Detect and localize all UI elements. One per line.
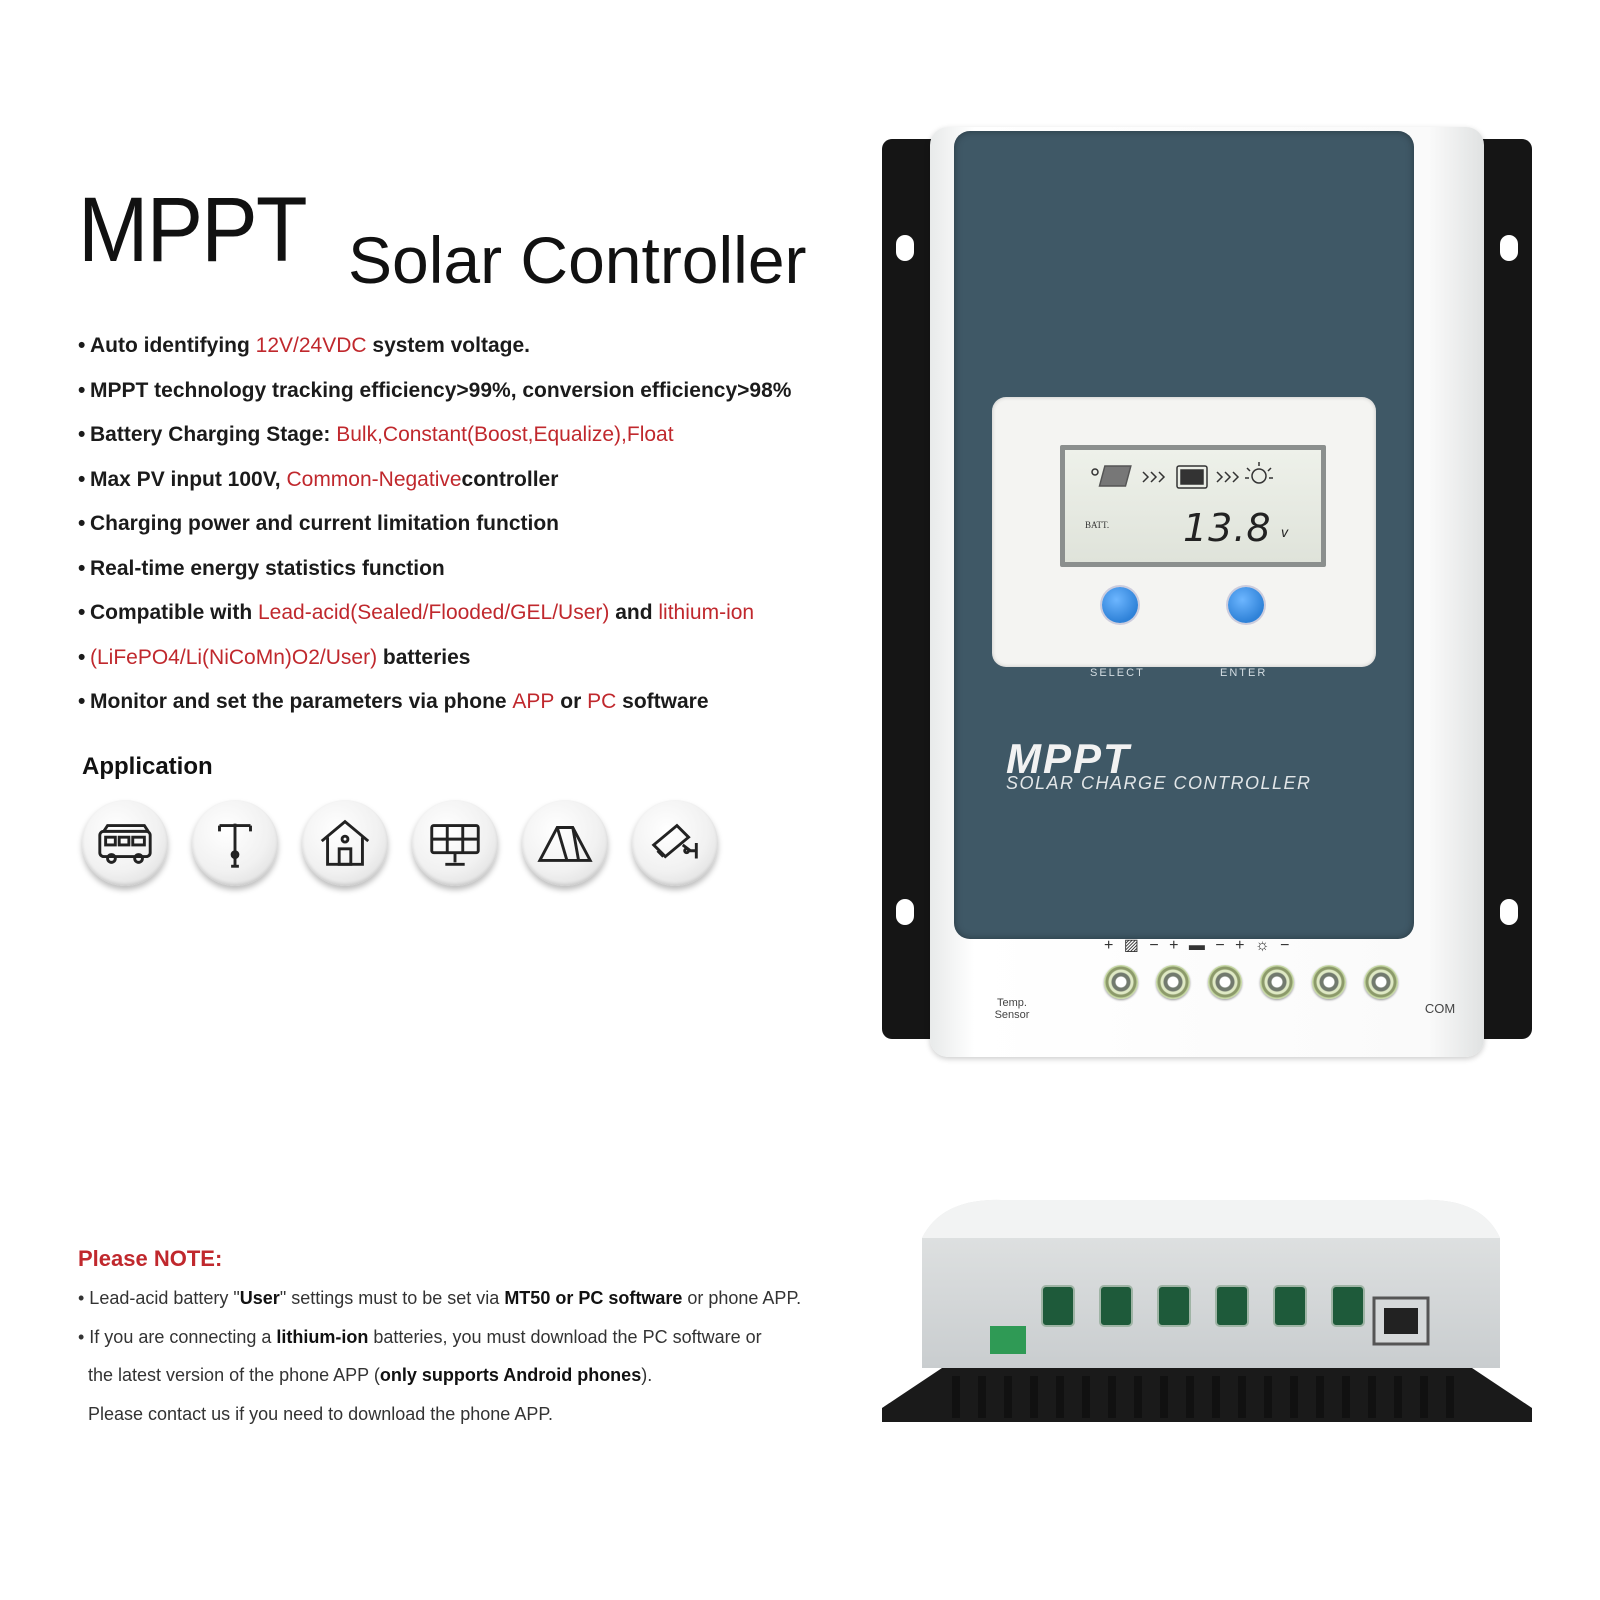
display-frame: BATT. 13.8 v	[992, 397, 1376, 667]
lcd-voltage-unit: v	[1281, 524, 1288, 540]
terminal-batt-negative	[1260, 965, 1294, 999]
feature-item: •MPPT technology tracking efficiency>99%…	[78, 375, 878, 420]
note-line: the latest version of the phone APP (onl…	[78, 1362, 918, 1401]
note-line: Please contact us if you need to downloa…	[78, 1401, 918, 1440]
controller-shell: BATT. 13.8 v SELECT ENTER MPPT SOLAR CHA…	[930, 127, 1484, 1057]
controller-front-image: BATT. 13.8 v SELECT ENTER MPPT SOLAR CHA…	[882, 127, 1532, 1057]
bullet: •	[78, 645, 86, 669]
note-text: " settings must to be set via	[279, 1288, 505, 1308]
feature-item: •Real-time energy statistics function	[78, 553, 878, 598]
title-main: MPPT	[78, 179, 308, 281]
lcd-voltage-value: 13.8	[1183, 506, 1272, 550]
controller-bottom-image	[882, 1198, 1532, 1438]
note-text: MT50 or PC software	[504, 1288, 683, 1308]
note-heading: Please NOTE:	[78, 1246, 223, 1271]
feature-text: PC	[587, 690, 617, 713]
bullet: •	[78, 423, 86, 446]
tent-icon	[522, 800, 608, 886]
feature-text: APP	[512, 690, 555, 713]
brand-subtitle: SOLAR CHARGE CONTROLLER	[1006, 773, 1312, 793]
cctv-camera-icon	[632, 800, 718, 886]
bullet: •	[78, 690, 86, 713]
house-icon	[302, 800, 388, 886]
feature-item: •Charging power and current limitation f…	[78, 508, 878, 553]
feature-text: (LiFePO4/Li(NiCoMn)O2/User)	[90, 645, 378, 669]
feature-text: Monitor and set the parameters via phone	[90, 690, 513, 713]
application-icons	[82, 800, 718, 886]
application-heading: Application	[82, 753, 213, 780]
note-text: User	[239, 1288, 280, 1308]
lcd-batt-label: BATT.	[1085, 520, 1110, 530]
solar-panel-icon	[412, 800, 498, 886]
bullet: •	[78, 334, 86, 357]
note-text: • Lead-acid battery "	[78, 1288, 240, 1308]
terminal-load-positive	[1312, 965, 1346, 999]
note-text: only supports Android phones	[379, 1365, 642, 1385]
temp-sensor-label: Temp. Sensor	[994, 997, 1030, 1021]
feature-item: •Max PV input 100V, Common-Negativecontr…	[78, 464, 878, 509]
feature-text: Auto identifying	[90, 334, 256, 357]
note-lines: • Lead-acid battery "User" settings must…	[78, 1285, 918, 1439]
feature-item: •(LiFePO4/Li(NiCoMn)O2/User) batteries	[78, 642, 878, 687]
brand-logo: MPPT	[1006, 735, 1131, 782]
terminal-pv-positive	[1104, 965, 1138, 999]
rv-icon	[82, 800, 168, 886]
terminal-pv-negative	[1156, 965, 1190, 999]
street-light-icon	[192, 800, 278, 886]
note-text: lithium-ion	[276, 1326, 369, 1347]
note-text: ).	[641, 1365, 653, 1385]
note-text: Please contact us if you need to downloa…	[78, 1403, 554, 1424]
feature-item: •Battery Charging Stage: Bulk,Constant(B…	[78, 419, 878, 464]
feature-item: •Compatible with Lead-acid(Sealed/Floode…	[78, 597, 878, 642]
feature-text: or	[554, 690, 588, 713]
feature-text: Lead-acid(Sealed/Flooded/GEL/User)	[258, 601, 610, 624]
feature-text: and	[609, 601, 659, 624]
title-sub: Solar Controller	[348, 223, 807, 297]
feature-text: Charging power and current limitation fu…	[90, 512, 560, 535]
bullet: •	[78, 467, 86, 491]
feature-text: software	[616, 690, 709, 713]
feature-item: •Monitor and set the parameters via phon…	[78, 686, 878, 731]
feature-list: •Auto identifying 12V/24VDC system volta…	[78, 330, 878, 731]
feature-text: MPPT technology tracking efficiency>99%,…	[90, 378, 792, 402]
note-line: • Lead-acid battery "User" settings must…	[78, 1285, 918, 1324]
feature-text: Max PV input 100V,	[90, 467, 287, 491]
feature-text: 12V/24VDC	[255, 334, 367, 357]
front-panel: BATT. 13.8 v SELECT ENTER MPPT SOLAR CHA…	[954, 131, 1414, 939]
note-text: batteries, you must download the PC soft…	[368, 1326, 762, 1347]
select-button[interactable]	[1102, 587, 1138, 623]
note-text: • If you are connecting a	[78, 1326, 277, 1347]
feature-text: system voltage.	[366, 334, 530, 357]
select-label: SELECT	[1090, 667, 1145, 679]
feature-text: lithium-ion	[658, 601, 755, 624]
terminal-polarity-labels: + ▨ − + ▬ − + ☼ −	[1104, 937, 1293, 954]
feature-text: Real-time energy statistics function	[90, 556, 445, 580]
note-text: the latest version of the phone APP (	[78, 1365, 380, 1385]
bullet: •	[78, 378, 86, 402]
feature-text: controller	[461, 467, 559, 491]
feature-text: Common-Negative	[286, 467, 462, 491]
bullet: •	[78, 601, 86, 624]
feature-item: •Auto identifying 12V/24VDC system volta…	[78, 330, 878, 375]
note-text: or phone APP.	[682, 1288, 802, 1308]
note-line: • If you are connecting a lithium-ion ba…	[78, 1324, 918, 1363]
bullet: •	[78, 556, 86, 580]
bullet: •	[78, 512, 86, 535]
terminal-load-negative	[1364, 965, 1398, 999]
feature-text: batteries	[377, 645, 471, 669]
terminal-batt-positive	[1208, 965, 1242, 999]
feature-text: Compatible with	[90, 601, 258, 624]
lcd-status-icons	[1091, 462, 1273, 489]
enter-label: ENTER	[1220, 667, 1268, 679]
com-port-label: COM	[1424, 1001, 1456, 1016]
feature-text: Battery Charging Stage:	[90, 423, 337, 446]
lcd-screen: BATT. 13.8 v	[1060, 445, 1326, 567]
enter-button[interactable]	[1228, 587, 1264, 623]
feature-text: Bulk,Constant(Boost,Equalize),Float	[336, 423, 674, 446]
